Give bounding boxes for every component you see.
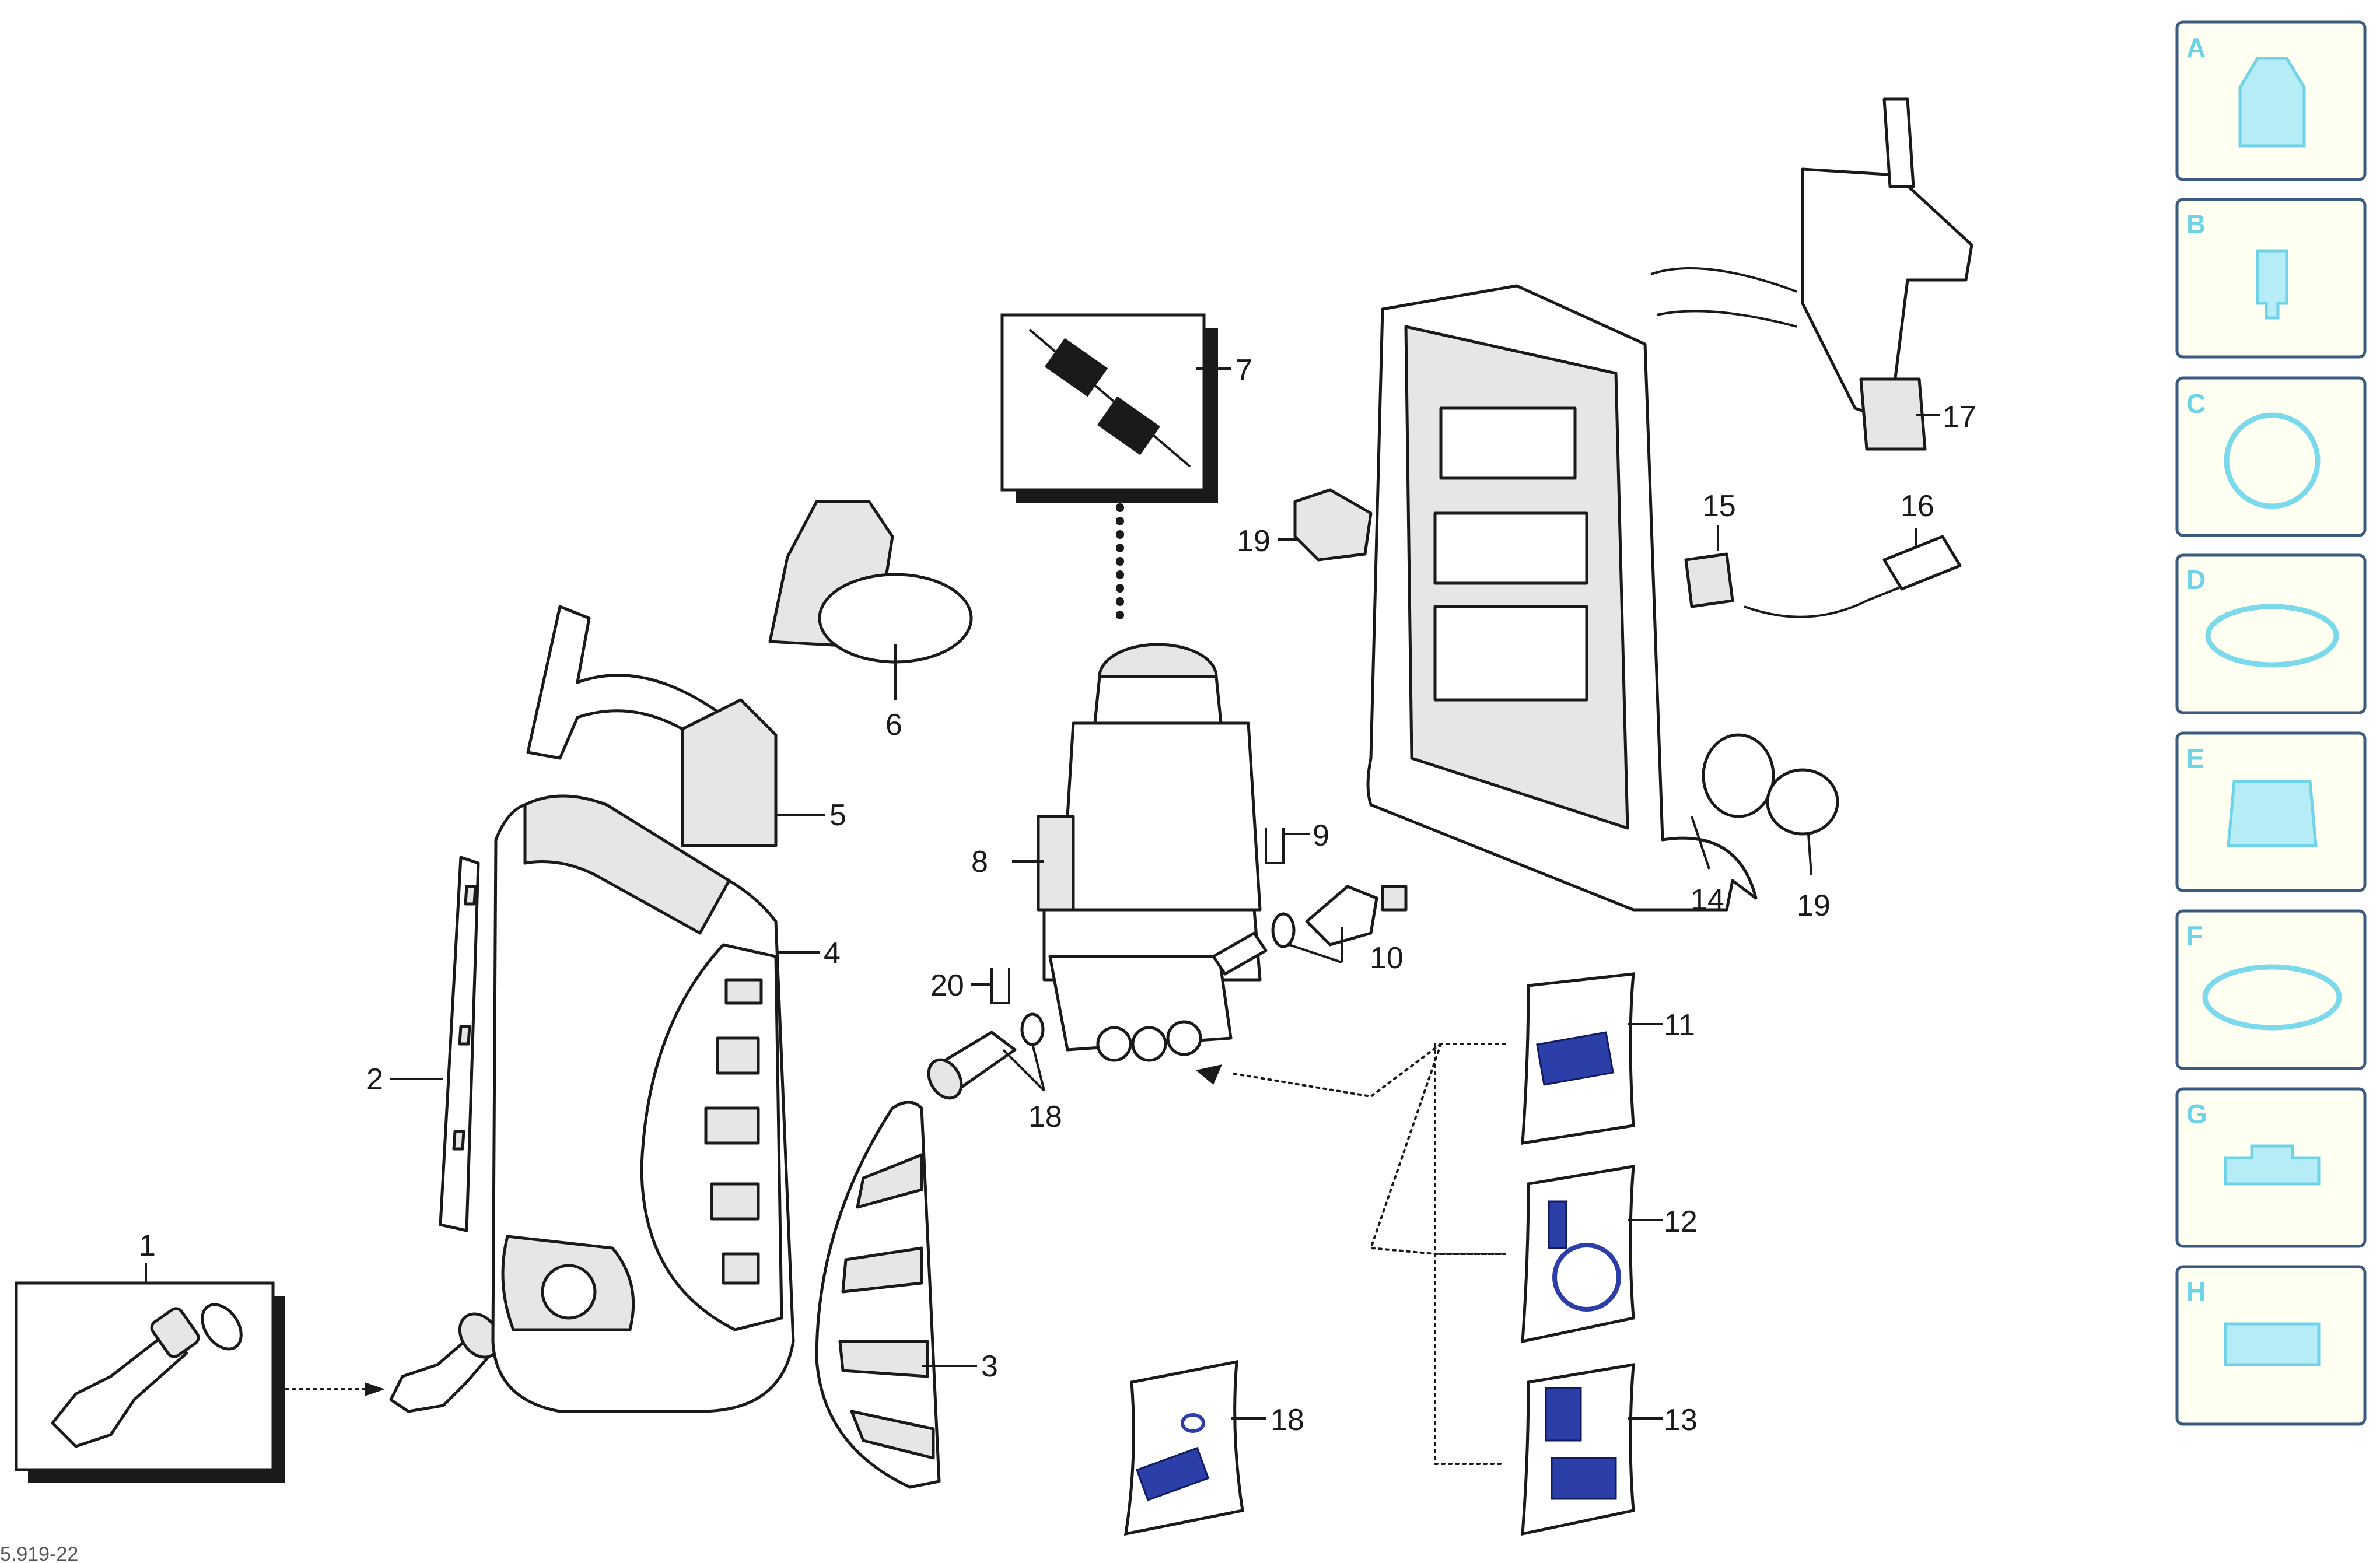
part-5-handle bbox=[526, 605, 825, 847]
part-7-brush-set bbox=[1000, 313, 1231, 503]
kit-13-bag bbox=[1521, 1363, 1662, 1536]
callout-6: 6 bbox=[886, 708, 902, 742]
legend-tile-b[interactable]: B bbox=[2175, 198, 2367, 359]
part-1-coupling-installed bbox=[389, 1312, 503, 1413]
callout-14: 14 bbox=[1690, 883, 1724, 917]
callout-18b: 18 bbox=[1270, 1403, 1304, 1437]
callout-19a: 19 bbox=[1237, 524, 1270, 558]
filter-icon bbox=[2256, 249, 2288, 320]
part-10-outlet-valve bbox=[1212, 885, 1408, 976]
callout-13: 13 bbox=[1664, 1403, 1698, 1437]
callout-10: 10 bbox=[1370, 941, 1404, 975]
callout-1: 1 bbox=[139, 1229, 156, 1263]
piston-seal-icon bbox=[2227, 780, 2318, 847]
callout-8: 8 bbox=[971, 845, 988, 879]
gasket-icon bbox=[2224, 412, 2320, 509]
tile-letter-e: E bbox=[2186, 743, 2204, 773]
callout-7: 7 bbox=[1236, 353, 1252, 387]
legend-tile-h[interactable]: H bbox=[2175, 1265, 2367, 1426]
callout-2: 2 bbox=[366, 1063, 383, 1096]
callout-12: 12 bbox=[1664, 1205, 1698, 1239]
drawing-code: 5.919-22 bbox=[0, 1543, 78, 1563]
part-14-frame bbox=[1366, 284, 1775, 912]
part-2-side-strip bbox=[390, 856, 480, 1232]
callout-5: 5 bbox=[830, 798, 846, 832]
part-3-side-panel bbox=[815, 1101, 977, 1489]
part-18-inlet bbox=[927, 1012, 1045, 1100]
legend-tile-g[interactable]: G bbox=[2175, 1087, 2367, 1248]
cap-icon bbox=[2238, 57, 2306, 148]
tile-letter-f: F bbox=[2186, 920, 2203, 951]
leader-kits bbox=[1230, 1043, 1442, 1098]
callout-3: 3 bbox=[981, 1350, 998, 1383]
leader-bracket-2 bbox=[1369, 1043, 1442, 1255]
kit-18-bag bbox=[1124, 1359, 1266, 1536]
part-8-motor-pump bbox=[1012, 643, 1262, 1062]
gasket-pad-icon bbox=[2224, 1322, 2320, 1366]
callout-18a: 18 bbox=[1028, 1100, 1062, 1134]
tile-letter-c: C bbox=[2186, 388, 2206, 419]
flat-seal-icon bbox=[2224, 1144, 2320, 1186]
legend-tile-a[interactable]: A bbox=[2175, 20, 2367, 181]
part-4-housing bbox=[491, 794, 820, 1413]
seal-ring-icon bbox=[2205, 604, 2339, 668]
legend-tile-c[interactable]: C bbox=[2175, 376, 2367, 537]
o-ring-icon bbox=[2202, 964, 2342, 1031]
part-9-clip bbox=[1265, 828, 1310, 864]
kit-11-bag bbox=[1521, 972, 1662, 1145]
callout-20: 20 bbox=[930, 969, 964, 1003]
callout-11: 11 bbox=[1664, 1008, 1695, 1042]
part-1-coupling-box bbox=[15, 1263, 285, 1483]
callout-9: 9 bbox=[1312, 819, 1329, 853]
tile-letter-h: H bbox=[2186, 1276, 2206, 1306]
part-6-hood bbox=[768, 500, 973, 700]
kit-12-bag bbox=[1521, 1165, 1662, 1344]
part-20-clip bbox=[971, 968, 1010, 1004]
arrowhead-1 bbox=[365, 1382, 385, 1396]
tile-letter-d: D bbox=[2186, 565, 2206, 595]
legend-tile-f[interactable]: F bbox=[2175, 909, 2367, 1070]
part-16-power-cord bbox=[1744, 528, 1962, 618]
leader-bracket bbox=[1434, 1043, 1506, 1465]
callout-16: 16 bbox=[1901, 489, 1934, 523]
tile-letter-g: G bbox=[2186, 1099, 2207, 1129]
arrowhead-kits bbox=[1196, 1064, 1222, 1085]
tile-letter-a: A bbox=[2186, 33, 2206, 63]
callout-19b: 19 bbox=[1797, 889, 1831, 923]
callout-15: 15 bbox=[1702, 489, 1736, 523]
legend-tile-e[interactable]: E bbox=[2175, 731, 2367, 892]
part-19-cap-lower bbox=[1766, 768, 1839, 875]
part-19-cap-upper bbox=[1278, 488, 1373, 562]
part-15-switch bbox=[1684, 525, 1734, 608]
tile-letter-b: B bbox=[2186, 209, 2206, 239]
part-17-hose-holder bbox=[1650, 97, 1973, 451]
legend-tile-d[interactable]: D bbox=[2175, 553, 2367, 714]
callout-4: 4 bbox=[824, 937, 841, 970]
callout-17: 17 bbox=[1943, 400, 1976, 434]
